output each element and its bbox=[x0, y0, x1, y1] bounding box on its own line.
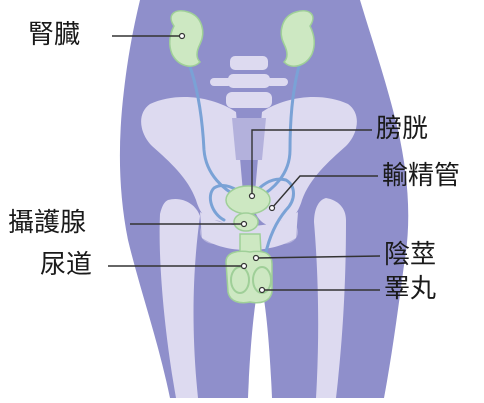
label-bladder: 膀胱 bbox=[376, 114, 428, 144]
label-penis: 陰莖 bbox=[384, 240, 436, 270]
bladder bbox=[226, 186, 270, 214]
leader-dot-urethra bbox=[242, 264, 247, 269]
leader-dot-bladder bbox=[250, 194, 255, 199]
label-vas-deferens: 輸精管 bbox=[382, 161, 460, 191]
sacrum bbox=[232, 118, 266, 160]
label-prostate: 攝護腺 bbox=[8, 208, 86, 238]
transverse-process-right bbox=[266, 78, 288, 86]
leader-dot-prostate bbox=[242, 222, 247, 227]
label-testis: 睪丸 bbox=[384, 274, 436, 304]
left-kidney bbox=[170, 11, 203, 66]
transverse-process-left bbox=[210, 78, 232, 86]
right-kidney bbox=[281, 11, 314, 66]
left-testis bbox=[231, 267, 249, 293]
leader-dot-penis bbox=[254, 256, 259, 261]
label-kidney: 腎臓 bbox=[28, 20, 80, 50]
vertebra bbox=[228, 74, 270, 88]
vertebra bbox=[226, 92, 272, 108]
vertebra bbox=[230, 56, 268, 70]
label-urethra: 尿道 bbox=[40, 250, 92, 280]
leader-dot-kidney bbox=[180, 34, 185, 39]
leader-dot-vas-deferens bbox=[270, 206, 275, 211]
leader-dot-testis bbox=[260, 288, 265, 293]
